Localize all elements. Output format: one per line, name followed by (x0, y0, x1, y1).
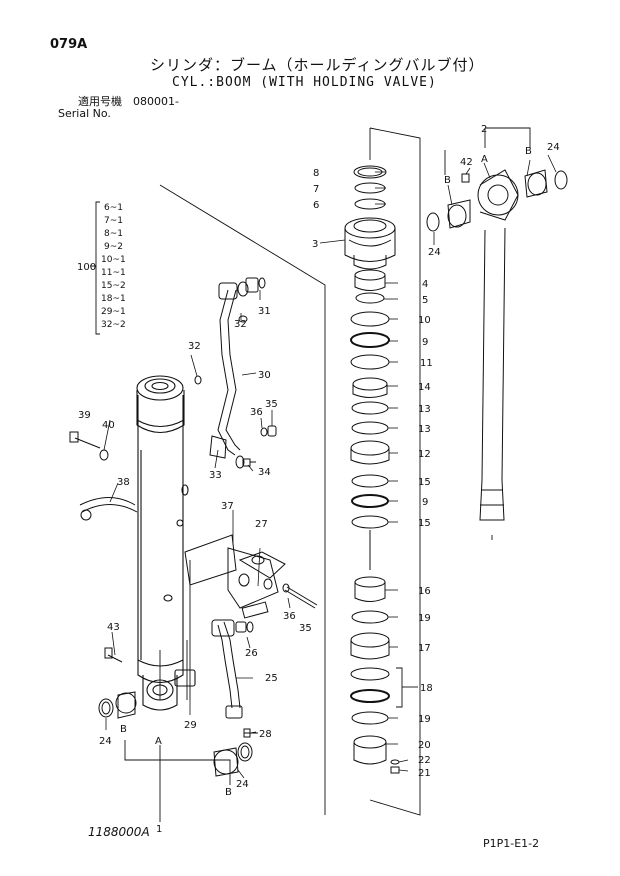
callout-4: 4 (422, 279, 428, 290)
callout-11: 11 (420, 358, 433, 369)
pipe-assembly (194, 277, 277, 738)
seal-kit-item: 6~1 (104, 203, 123, 213)
callout-B: B (525, 146, 532, 157)
callout-labels: 8 7 6 3 4 5 10 9 11 14 13 13 12 15 9 15 … (77, 124, 560, 835)
center-seal-stack (344, 165, 400, 774)
callout-18: 18 (420, 683, 433, 694)
callout-24: 24 (236, 779, 249, 790)
callout-24: 24 (99, 736, 112, 747)
seal-kit-item: 32~2 (101, 320, 126, 330)
guide-lines (90, 127, 531, 822)
callout-21: 21 (418, 768, 431, 779)
callout-B: B (444, 175, 451, 186)
callout-B: B (120, 724, 127, 735)
callout-35: 35 (299, 623, 312, 634)
page-reference: P1P1-E1-2 (483, 837, 540, 850)
callout-19: 19 (418, 714, 431, 725)
callout-32: 32 (234, 319, 247, 330)
page-title-japanese: シリンダ：ブーム（ホールディングバルブ付） (150, 56, 485, 74)
callout-28: 28 (259, 729, 272, 740)
callout-40: 40 (102, 420, 115, 431)
seal-kit-item: 29~1 (101, 307, 126, 317)
seal-kit-item: 15~2 (101, 281, 126, 291)
callout-33: 33 (209, 470, 222, 481)
callout-37: 37 (221, 501, 234, 512)
callout-3: 3 (312, 239, 318, 250)
callout-42: 42 (460, 157, 473, 168)
callout-7: 7 (313, 184, 319, 195)
callout-30: 30 (258, 370, 271, 381)
callout-15: 15 (418, 518, 431, 529)
callout-8: 8 (313, 168, 319, 179)
callout-A: A (155, 736, 162, 747)
callout-14: 14 (418, 382, 431, 393)
callout-32: 32 (188, 341, 201, 352)
seal-kit-item: 11~1 (101, 268, 126, 278)
serial-label-japanese: 適用号機 080001- (78, 95, 179, 108)
callout-13: 13 (418, 404, 431, 415)
callout-9: 9 (422, 337, 428, 348)
clamp-assembly (69, 431, 138, 663)
callout-15: 15 (418, 477, 431, 488)
callout-29: 29 (184, 720, 197, 731)
callout-35: 35 (265, 399, 278, 410)
callout-6: 6 (313, 200, 319, 211)
callout-34: 34 (258, 467, 271, 478)
seal-kit-item: 7~1 (104, 216, 123, 226)
callout-10: 10 (418, 315, 431, 326)
callout-16: 16 (418, 586, 431, 597)
callout-leaders (103, 154, 557, 779)
callout-12: 12 (418, 449, 431, 460)
callout-A: A (481, 154, 488, 165)
callout-9: 9 (422, 497, 428, 508)
cylinder-tube (136, 375, 196, 711)
callout-26: 26 (245, 648, 258, 659)
callout-38: 38 (117, 477, 130, 488)
callout-5: 5 (422, 295, 428, 306)
callout-24: 24 (547, 142, 560, 153)
callout-39: 39 (78, 410, 91, 421)
callout-1: 1 (156, 824, 162, 835)
callout-20: 20 (418, 740, 431, 751)
seal-kit-item: 9~2 (104, 242, 123, 252)
callout-17: 17 (418, 643, 431, 654)
page-code: 079A (50, 37, 88, 52)
cylinder-bushing-assembly (98, 691, 253, 777)
callout-B: B (225, 787, 232, 798)
callout-2: 2 (481, 124, 487, 135)
callout-36: 36 (250, 407, 263, 418)
serial-label-english: Serial No. (58, 107, 111, 120)
seal-kit-item: 18~1 (101, 294, 126, 304)
callout-31: 31 (258, 306, 271, 317)
holding-valve (184, 534, 318, 619)
callout-13: 13 (418, 424, 431, 435)
callout-25: 25 (265, 673, 278, 684)
callout-24: 24 (428, 247, 441, 258)
callout-43: 43 (107, 622, 120, 633)
callout-19: 19 (418, 613, 431, 624)
illustration-code: 1188000A (88, 825, 150, 839)
seal-kit-item: 8~1 (104, 229, 123, 239)
page-title-english: CYL.:BOOM (WITH HOLDING VALVE) (172, 75, 437, 90)
callout-22: 22 (418, 755, 431, 766)
seal-kit-item: 10~1 (101, 255, 126, 265)
piston-rod (426, 169, 568, 521)
callout-27: 27 (255, 519, 268, 530)
callout-100: 100 (77, 262, 96, 273)
callout-36: 36 (283, 611, 296, 622)
